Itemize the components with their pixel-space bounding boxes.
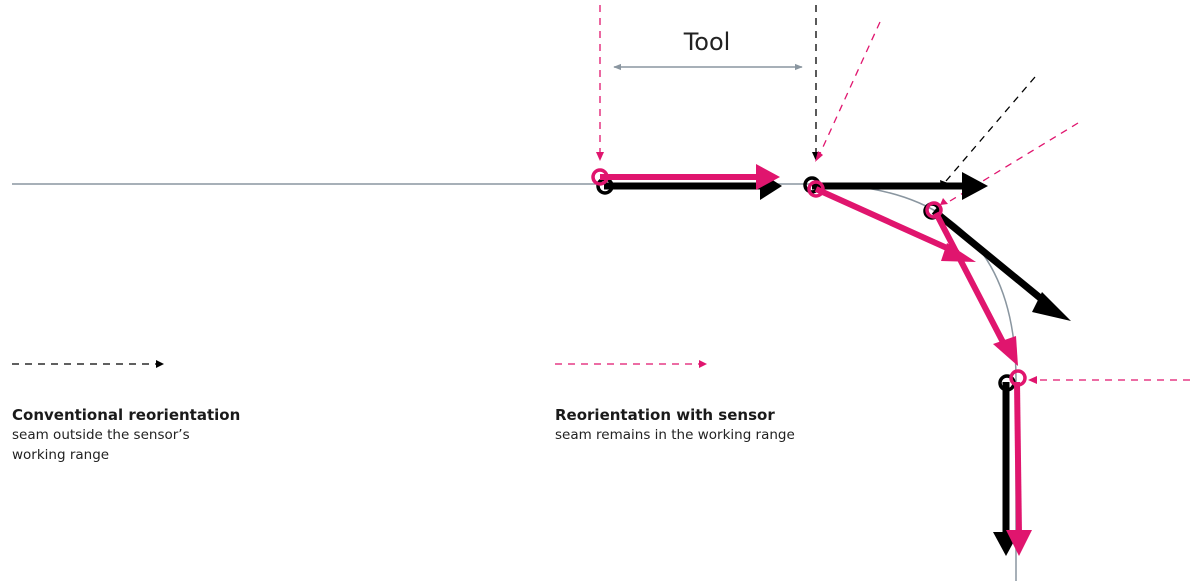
magenta-arrow-2 — [814, 186, 960, 256]
legend-conventional-desc-2: working range — [12, 447, 110, 463]
conventional-markers — [596, 176, 1016, 392]
legend-sensor: Reorientation with sensor seam remains i… — [555, 405, 885, 445]
magenta-arrow-3 — [933, 211, 1009, 350]
black-arrow-3 — [931, 208, 1053, 309]
ray-magenta-2 — [817, 21, 881, 159]
sensor-arrows — [600, 174, 1022, 536]
seam-arc — [811, 183, 1017, 381]
legend-conventional-desc-1: seam outside the sensor’s — [12, 427, 190, 443]
magenta-arrow-4 — [1014, 381, 1022, 536]
sensor-markers — [591, 168, 1027, 387]
legend-conventional-title: Conventional reorientation — [12, 406, 241, 424]
seam-path — [12, 183, 1017, 581]
legend-sensor-title: Reorientation with sensor — [555, 406, 775, 424]
legend-sample-sensor — [555, 360, 707, 368]
dashed-rays — [599, 5, 1190, 381]
legend-sample-conventional — [12, 360, 164, 368]
legend-sensor-desc-1: seam remains in the working range — [555, 427, 795, 443]
tool-dimension: Tool — [613, 28, 803, 71]
sensor-arrow-heads — [756, 164, 1032, 556]
conventional-arrows — [604, 182, 1053, 538]
conventional-arrow-heads — [760, 172, 1071, 556]
legend-conventional: Conventional reorientation seam outside … — [12, 405, 252, 465]
ray-black-2 — [945, 76, 1036, 182]
tool-label: Tool — [683, 28, 731, 56]
